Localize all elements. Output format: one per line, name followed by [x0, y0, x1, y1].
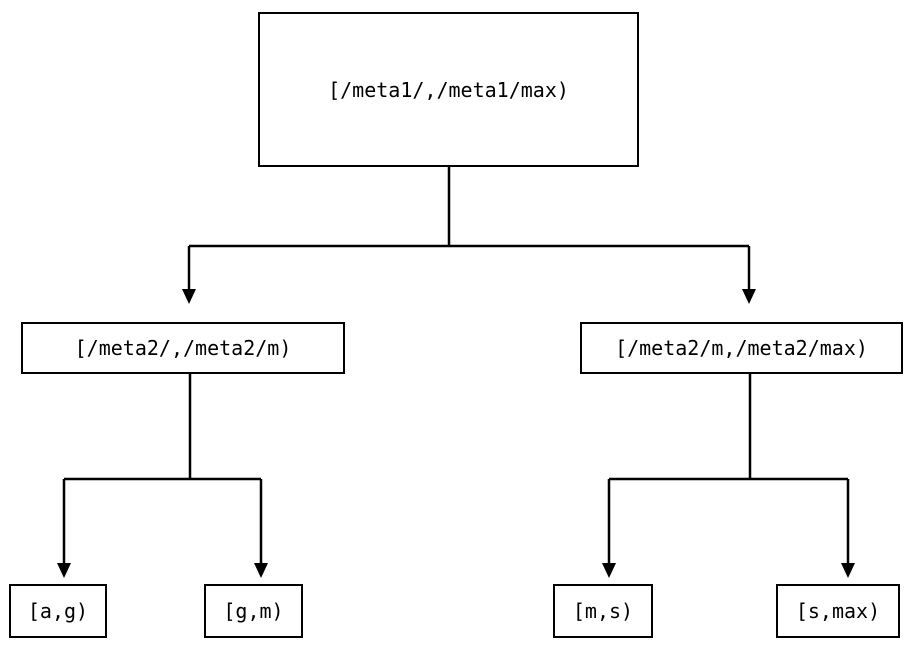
- node-left-branch[interactable]: [/meta2/,/meta2/m): [21, 322, 345, 374]
- node-leaf-s-max-label: [s,max): [795, 599, 881, 623]
- arrowhead-root-to-right-branch: [742, 289, 756, 304]
- node-leaf-m-s-label: [m,s): [572, 599, 634, 623]
- edge-root-to-branches: [182, 167, 756, 304]
- edge-right-branch-to-leaves: [602, 374, 855, 578]
- node-leaf-s-max[interactable]: [s,max): [776, 584, 900, 638]
- arrowhead-right-branch-to-leaf-m-s: [602, 563, 616, 578]
- node-leaf-m-s[interactable]: [m,s): [553, 584, 653, 638]
- node-leaf-a-g-label: [a,g): [27, 599, 89, 623]
- node-leaf-g-m-label: [g,m): [223, 599, 284, 623]
- node-root-label: [/meta1/,/meta1/max): [328, 77, 569, 102]
- node-left-branch-label: [/meta2/,/meta2/m): [74, 336, 292, 360]
- node-root[interactable]: [/meta1/,/meta1/max): [258, 12, 639, 167]
- node-leaf-a-g[interactable]: [a,g): [9, 584, 107, 638]
- arrowhead-left-branch-to-leaf-g-m: [254, 563, 268, 578]
- edge-left-branch-to-leaves: [57, 374, 268, 578]
- node-leaf-g-m[interactable]: [g,m): [204, 584, 303, 638]
- arrowhead-left-branch-to-leaf-a-g: [57, 563, 71, 578]
- arrowhead-right-branch-to-leaf-s-max: [841, 563, 855, 578]
- node-right-branch[interactable]: [/meta2/m,/meta2/max): [580, 322, 903, 374]
- arrowhead-root-to-left-branch: [182, 289, 196, 304]
- node-right-branch-label: [/meta2/m,/meta2/max): [615, 336, 868, 360]
